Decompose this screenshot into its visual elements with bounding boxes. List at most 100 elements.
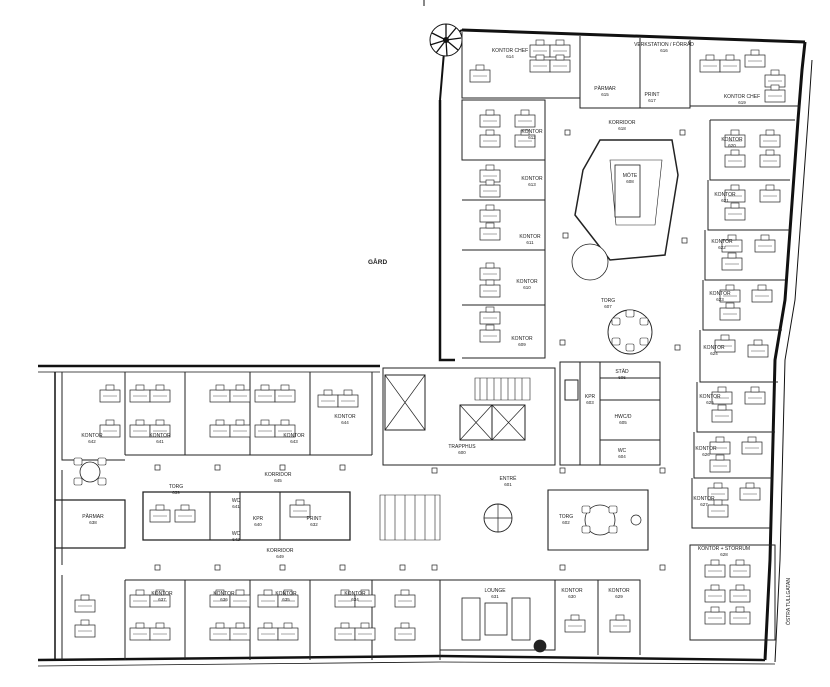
room-number-torg-602: 602 — [562, 520, 570, 525]
room-number-kontor-610: 610 — [523, 285, 531, 290]
room-name-parmar-615: PÄRMAR — [594, 85, 616, 92]
room-number-kontor-611: 611 — [526, 240, 534, 245]
lounge-furniture — [461, 597, 547, 653]
room-number-print-617: 617 — [648, 98, 656, 103]
room-name-kontor-636: KONTOR — [213, 591, 235, 597]
room-number-kontor-620: 620 — [728, 143, 736, 148]
room-name-torg-607: TORG — [601, 298, 615, 304]
room-name-kontor-626: KONTOR — [695, 446, 717, 452]
room-name-lounge-631: LOUNGE — [484, 588, 506, 594]
room-number-kontor-643: 643 — [290, 439, 298, 444]
room-number-torg-639: 639 — [172, 490, 180, 495]
room-number-kontor-635: 635 — [282, 597, 290, 602]
room-name-kontor-624: KONTOR — [703, 345, 725, 351]
room-name-kontor-629: KONTOR — [608, 588, 630, 594]
street-label: ÖSTRA TULLGATAN — [785, 578, 792, 625]
room-number-kontor-612: 612 — [528, 135, 536, 140]
room-number-wc-641b: 641 — [232, 504, 240, 509]
room-number-kontor-637: 637 — [158, 597, 166, 602]
room-number-kontor-613: 613 — [528, 182, 536, 187]
room-number-print-632: 632 — [310, 522, 318, 527]
room-name-kontor-610: KONTOR — [516, 279, 538, 285]
north-wing-rooms — [461, 32, 800, 529]
room-number-trapphus-600: 600 — [458, 450, 466, 455]
room-number-kontor-626: 626 — [702, 452, 710, 457]
room-name-print-632: PRINT — [307, 516, 322, 522]
room-name-kontor-630: KONTOR — [561, 588, 583, 594]
room-name-wc-642b: WC — [232, 531, 241, 537]
room-number-kontor-622: 622 — [718, 245, 726, 250]
room-name-kontor-627: KONTOR — [693, 496, 715, 502]
room-name-kontor-612: KONTOR — [521, 129, 543, 135]
room-name-kontor-622: KONTOR — [711, 239, 733, 245]
table-639 — [73, 457, 107, 486]
room-name-stad-606: STÄD — [615, 368, 629, 375]
room-number-parmar-615: 615 — [601, 92, 609, 97]
room-number-kontor-641: 641 — [156, 439, 164, 444]
room-name-torg-602: TORG — [559, 514, 573, 520]
room-number-torg-607: 607 — [604, 304, 612, 309]
room-number-kontor-642: 642 — [88, 439, 96, 444]
room-number-kontor-609: 609 — [518, 342, 526, 347]
room-name-torg-639: TORG — [169, 484, 183, 490]
room-number-parmar-638: 638 — [89, 520, 97, 525]
room-name-kontor-637: KONTOR — [151, 591, 173, 597]
spiral-stair — [429, 23, 463, 57]
room-number-kpr-603: 603 — [586, 400, 594, 405]
room-number-kontor-624: 624 — [710, 351, 718, 356]
elevators — [384, 374, 526, 441]
room-name-kontor-613: KONTOR — [521, 176, 543, 182]
room-name-parmar-638: PÄRMAR — [82, 513, 104, 520]
room-name-kontor-644: KONTOR — [334, 414, 356, 420]
room-name-wc-641b: WC — [232, 498, 241, 504]
exterior-walls — [37, 28, 813, 667]
room-number-kontor-623: 623 — [716, 297, 724, 302]
room-number-korridor-618: 618 — [618, 126, 626, 131]
room-name-trapphus-600: TRAPPHUS — [448, 444, 476, 450]
room-number-kontor-634: 634 — [351, 597, 359, 602]
room-name-kpr-640: KPR — [253, 516, 264, 522]
room-number-kontor-644: 644 — [341, 420, 349, 425]
room-name-hwc-605: HWC/D — [615, 414, 632, 420]
room-name-korridor-649: KORRIDOR — [267, 548, 294, 554]
room-number-wc-604: 604 — [618, 454, 626, 459]
room-name-mote-608: MÖTE — [623, 172, 638, 179]
room-name-kontor-609: KONTOR — [511, 336, 533, 342]
room-number-wc-642b: 642 — [232, 537, 240, 542]
room-number-kontor-629: 629 — [615, 594, 623, 599]
room-name-kontor-611: KONTOR — [519, 234, 541, 240]
room-name-entre-601: ENTRÉ — [500, 475, 518, 482]
stair-runs — [379, 377, 531, 541]
room-number-mote-608: 608 — [626, 179, 634, 184]
entrance-revolving-door — [483, 503, 513, 533]
room-number-korridor-645: 645 — [274, 478, 282, 483]
room-number-kontor-chef-614: 614 — [506, 54, 514, 59]
meeting-room-608 — [574, 139, 679, 261]
room-name-kontor-chef-614: KONTOR CHEF — [492, 48, 528, 54]
room-number-lounge-631: 631 — [491, 594, 499, 599]
room-name-kpr-603: KPR — [585, 394, 596, 400]
room-name-kontor-623: KONTOR — [709, 291, 731, 297]
room-number-stad-606: 606 — [618, 375, 626, 380]
room-number-kpr-640: 640 — [254, 522, 262, 527]
desks — [74, 39, 786, 641]
room-name-korridor-645: KORRIDOR — [265, 472, 292, 478]
room-number-kontor-621: 621 — [721, 198, 729, 203]
room-name-wc-604: WC — [618, 448, 627, 454]
round-table-607 — [607, 309, 653, 355]
room-number-kontor-636: 636 — [220, 597, 228, 602]
room-name-kontor-621: KONTOR — [714, 192, 736, 198]
room-name-kontor-stormum-628: KONTOR + STORRUM — [698, 546, 750, 552]
room-name-korridor-618: KORRIDOR — [609, 120, 636, 126]
room-name-kontor-625: KONTOR — [699, 394, 721, 400]
room-name-kontor-634: KONTOR — [344, 591, 366, 597]
room-number-hwc-605: 605 — [619, 420, 627, 425]
room-number-korridor-649: 649 — [276, 554, 284, 559]
room-number-kontor-630: 630 — [568, 594, 576, 599]
courtyard-label: GÅRD — [368, 257, 387, 266]
room-name-kontor-chef-619: KONTOR CHEF — [724, 94, 760, 100]
room-number-kontor-627: 627 — [700, 502, 708, 507]
room-number-vilrum-616: 616 — [660, 48, 668, 53]
